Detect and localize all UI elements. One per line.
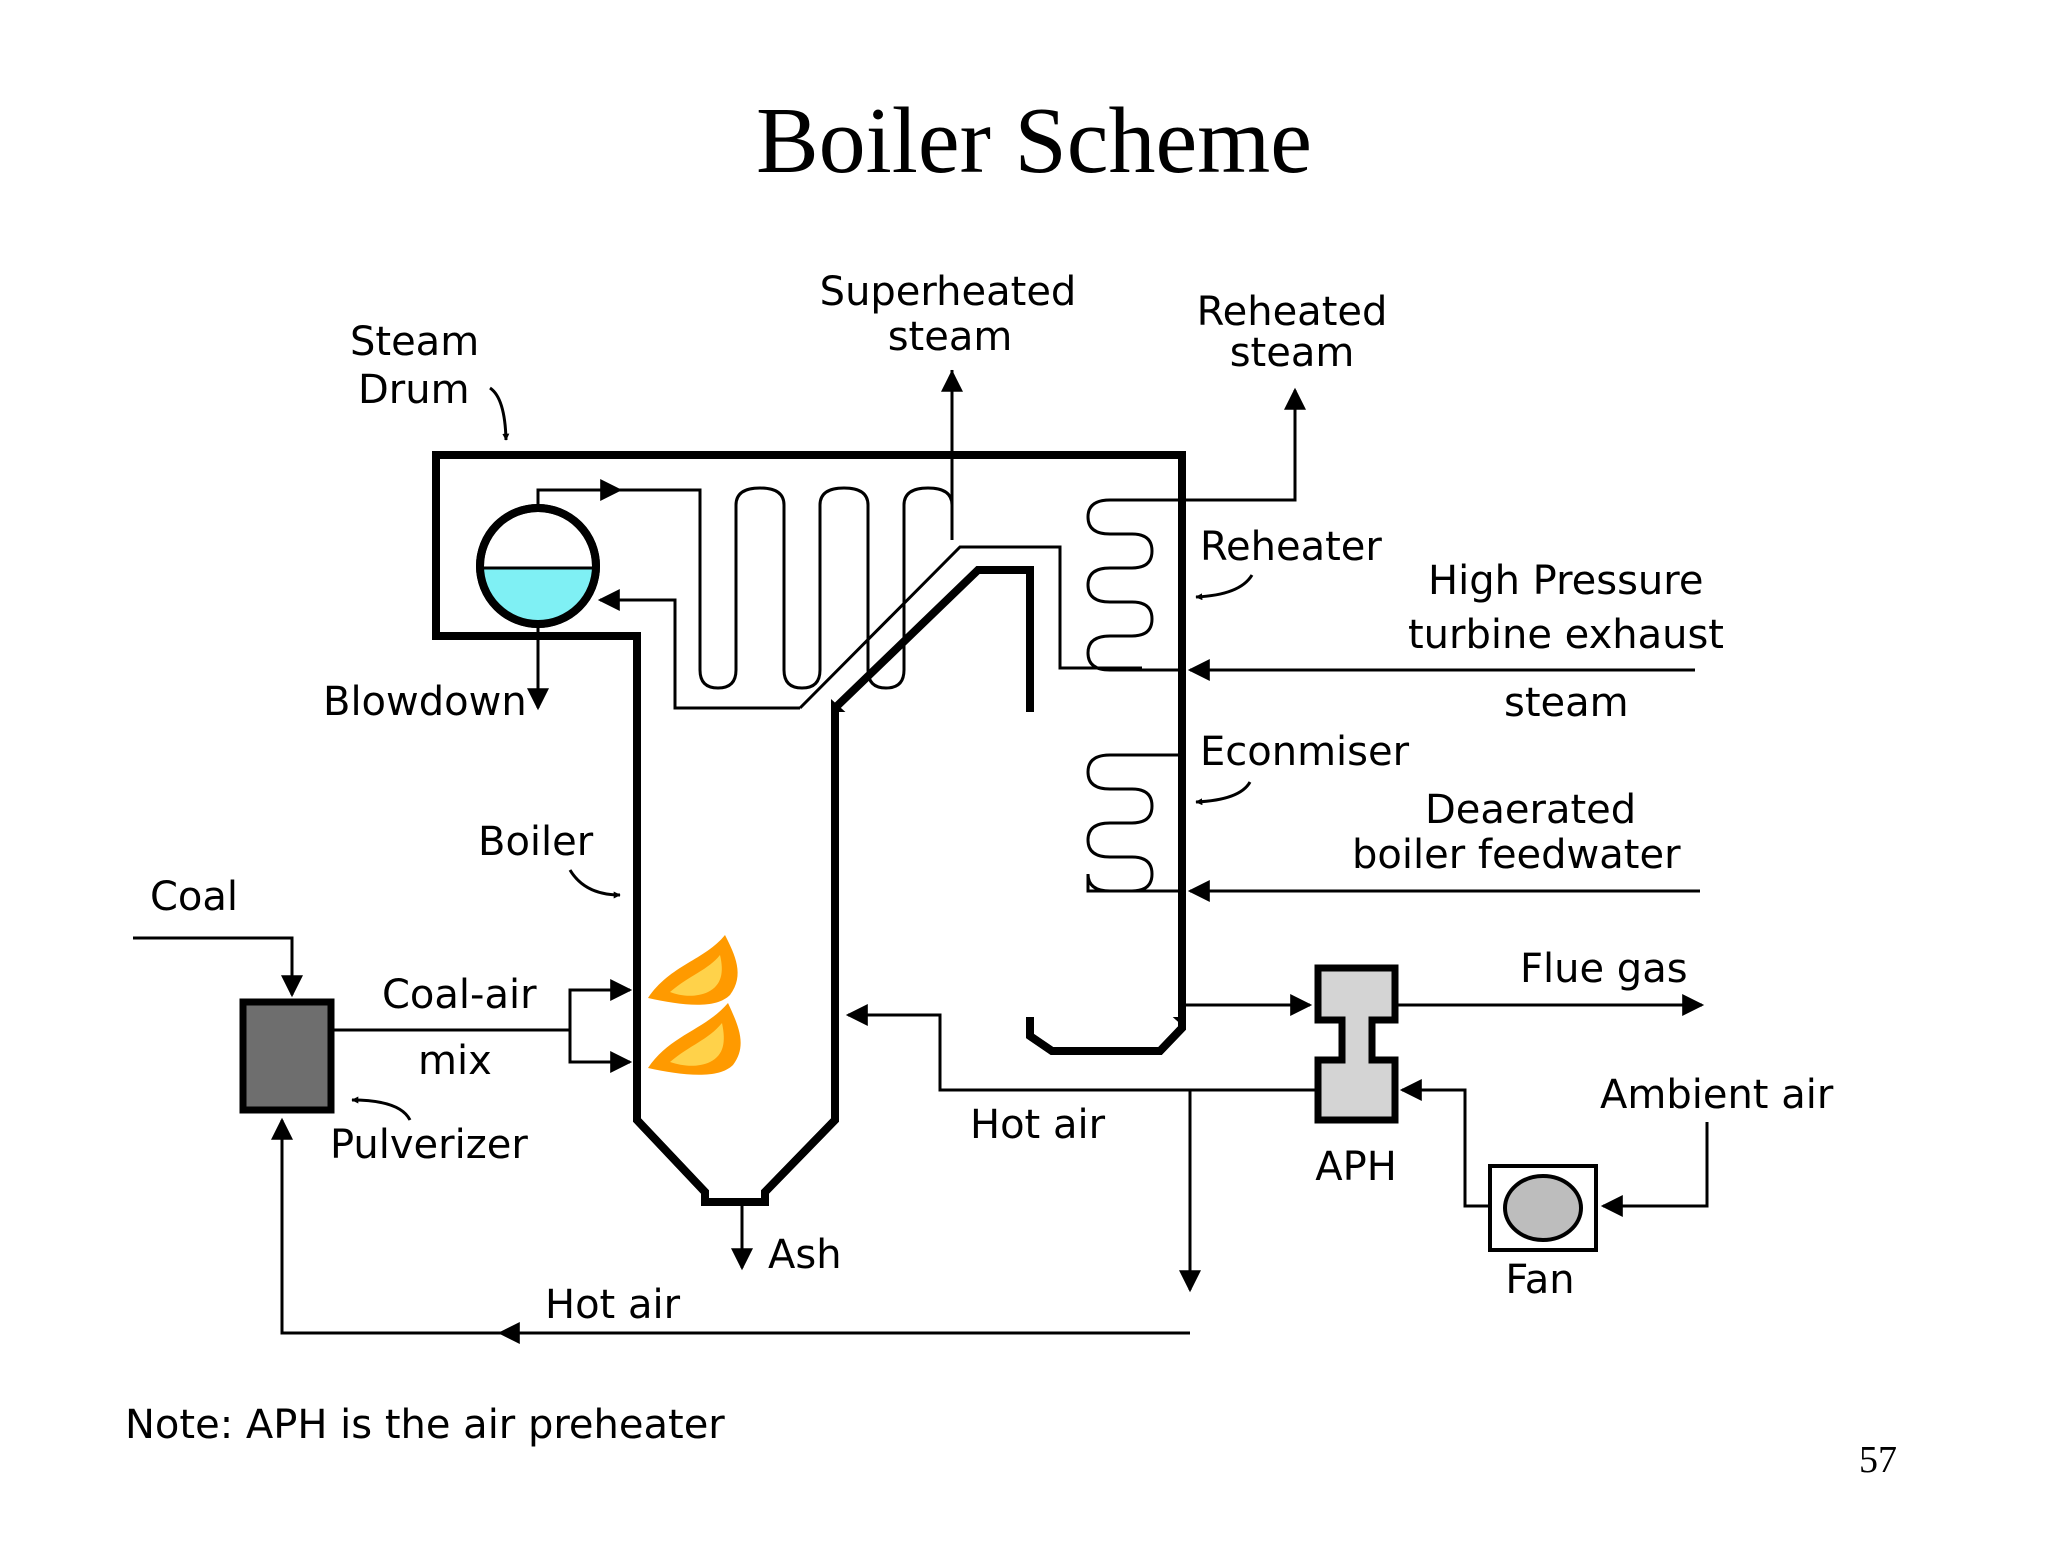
- steam-drum-icon: [476, 504, 600, 628]
- label-reheated-2: steam: [1230, 330, 1355, 376]
- label-blowdown: Blowdown: [323, 679, 527, 725]
- label-reheater: Reheater: [1200, 524, 1382, 570]
- aph-icon: [1314, 964, 1399, 1124]
- label-steam-drum-1: Steam: [350, 319, 479, 365]
- label-steam-drum-2: Drum: [358, 367, 470, 413]
- label-coal-air-2: mix: [418, 1038, 492, 1084]
- coal-feed-line: [133, 936, 303, 998]
- economiser-pointer: [1195, 781, 1252, 806]
- reheater-coil: [1086, 498, 1182, 672]
- page-number: 57: [1859, 1439, 1897, 1481]
- reheater-pointer: [1195, 574, 1254, 601]
- boiler-pointer: [568, 869, 621, 899]
- hot-air-line: [845, 1004, 1318, 1092]
- label-hp-exhaust-2: turbine exhaust: [1408, 612, 1724, 658]
- label-aph: APH: [1315, 1144, 1397, 1190]
- reheated-steam-outlet: [1182, 387, 1306, 502]
- label-hot-air-bottom: Hot air: [545, 1282, 681, 1328]
- burner-feed-bottom: [568, 1030, 633, 1073]
- ambient-air-line: [1600, 1122, 1709, 1217]
- superheater-coil: [540, 370, 954, 690]
- label-hp-exhaust-1: High Pressure: [1428, 558, 1703, 604]
- slide-title: Boiler Scheme: [756, 89, 1312, 193]
- footnote: Note: APH is the air preheater: [125, 1402, 725, 1448]
- fan-to-aph-line: [1399, 1079, 1490, 1208]
- label-pulverizer: Pulverizer: [330, 1122, 528, 1168]
- label-boiler: Boiler: [478, 819, 594, 865]
- label-hp-exhaust-3: steam: [1504, 680, 1629, 726]
- label-flue-gas: Flue gas: [1520, 946, 1688, 992]
- downcomer-pipe: [638, 598, 800, 710]
- label-reheated-1: Reheated: [1197, 289, 1388, 335]
- label-coal-air-1: Coal-air: [382, 972, 537, 1018]
- label-feedwater-1: Deaerated: [1425, 787, 1636, 833]
- pulverizer-icon: [239, 998, 335, 1114]
- pulverizer-pointer: [351, 1096, 412, 1121]
- label-ash: Ash: [768, 1232, 842, 1278]
- burner-feed-top: [568, 979, 633, 1030]
- economiser-coil: [1086, 753, 1182, 893]
- label-superheated-2: steam: [888, 314, 1013, 360]
- label-superheated-1: Superheated: [820, 269, 1077, 315]
- inclined-tube-band: [798, 545, 1142, 710]
- hot-air-return-line: [271, 1117, 1190, 1335]
- label-ambient-air: Ambient air: [1600, 1072, 1834, 1118]
- label-hot-air-center: Hot air: [970, 1102, 1106, 1148]
- label-feedwater-2: boiler feedwater: [1352, 832, 1681, 878]
- label-coal: Coal: [150, 874, 238, 920]
- label-fan: Fan: [1505, 1257, 1574, 1303]
- steam-drum-pointer: [489, 386, 510, 441]
- label-economiser: Econmiser: [1200, 729, 1410, 775]
- fan-icon: [1488, 1164, 1598, 1252]
- flame-icon: [648, 935, 741, 1075]
- drum-riser-pipe: [536, 479, 623, 510]
